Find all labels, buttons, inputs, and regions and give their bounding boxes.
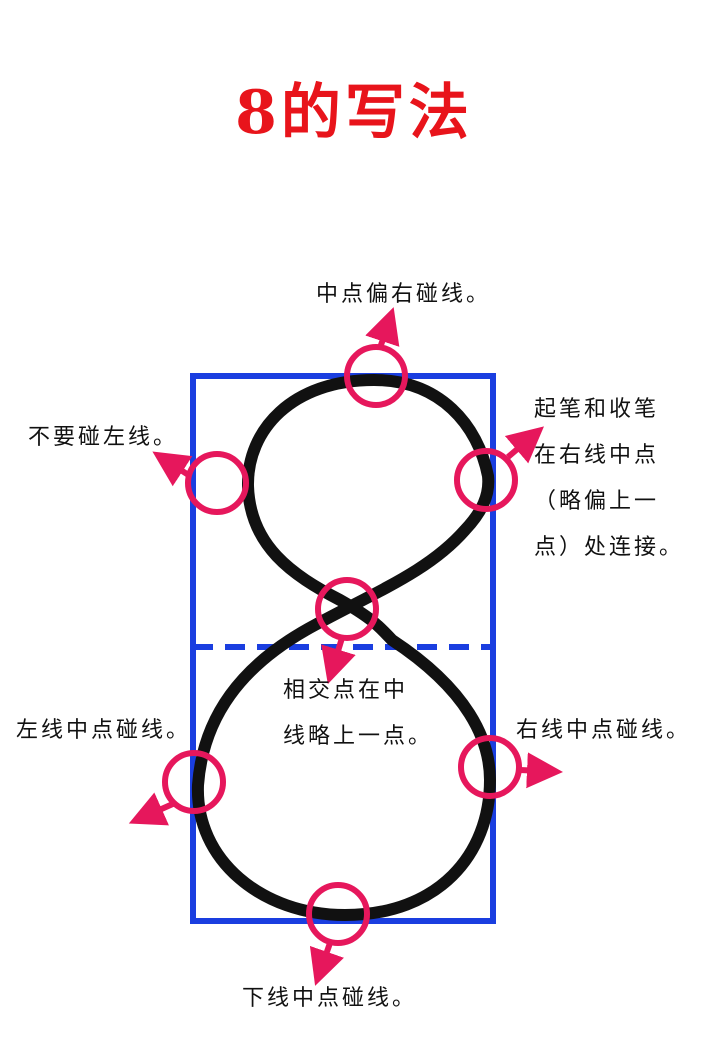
- marker-center: [315, 577, 379, 685]
- annotation-right-upper-line: 起笔和收笔: [534, 397, 660, 422]
- marker-right-upper: [454, 426, 545, 512]
- annotation-left-upper: 不要碰左线。: [28, 425, 179, 450]
- annotation-top: 中点偏右碰线。: [316, 282, 492, 307]
- annotation-center: 相交点在中 线略上一点。: [283, 668, 433, 760]
- marker-bottom: [306, 882, 370, 986]
- annotation-right-upper-line: 点）处连接。: [534, 535, 685, 560]
- annotation-left-lower: 左线中点碰线。: [16, 718, 192, 743]
- annotation-center-line: 相交点在中: [283, 678, 409, 703]
- annotation-bottom: 下线中点碰线。: [242, 986, 418, 1011]
- marker-left-upper: [152, 451, 249, 515]
- annotation-right-upper-line: （略偏上一: [534, 489, 660, 514]
- marker-left-lower: [128, 750, 226, 826]
- annotation-right-lower: 右线中点碰线。: [516, 718, 692, 743]
- annotation-center-line: 线略上一点。: [283, 724, 434, 749]
- marker-right-lower: [458, 735, 563, 799]
- annotation-right-upper: 起笔和收笔 在右线中点 （略偏上一 点）处连接。: [534, 387, 684, 571]
- marker-top: [344, 307, 408, 408]
- annotation-right-upper-line: 在右线中点: [534, 443, 660, 468]
- page-title: 8的写法: [235, 78, 473, 148]
